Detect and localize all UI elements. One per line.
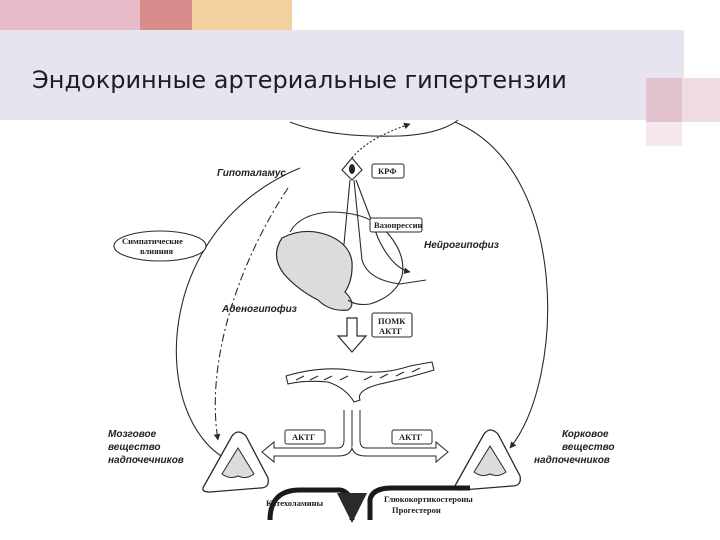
hypothalamus-dot	[349, 164, 355, 174]
adenohypophysis-label: Аденогипофиз	[221, 303, 297, 315]
bottom-arrow-right	[367, 485, 470, 520]
peptide-chain	[285, 361, 435, 403]
sympathetic-bubble	[113, 230, 207, 262]
top-dotted-arrow	[351, 122, 411, 159]
medulla-label-3: надпочечников	[108, 455, 184, 466]
hypothalamus-label: Гипоталамус	[217, 168, 286, 179]
actg-label-right: АКТГ	[399, 432, 422, 442]
sympathetic-label-1: Симпатические	[122, 236, 183, 246]
glucocorticoids-label-1: Глюкокортикостероны	[384, 494, 473, 504]
neurohypophysis-label: Нейрогипофиз	[424, 239, 499, 251]
deco-block-side-light	[682, 78, 720, 122]
adrenal-left-inner	[221, 447, 255, 479]
deco-block-side-pink	[646, 78, 682, 122]
actg-box-left	[284, 429, 326, 445]
actg-label-box: АКТГ	[379, 326, 402, 336]
sympathetic-line	[213, 187, 289, 441]
cortex-label-3: надпочечников	[534, 455, 610, 466]
pomc-label: ПОМК	[378, 316, 406, 326]
vasopressin-box	[369, 217, 423, 233]
glucocorticoids-label-2: Прогестерон	[392, 505, 441, 515]
medulla-label-2: вещество	[108, 442, 161, 453]
right-arc	[454, 121, 549, 449]
crf-box	[371, 163, 405, 179]
vasopressin-label: Вазопрессин	[374, 220, 422, 230]
bottom-arrow-left	[267, 487, 367, 523]
top-curve	[289, 119, 459, 137]
cortex-label-1: Корковое	[562, 429, 609, 440]
actg-label-left: АКТГ	[292, 432, 315, 442]
adenohypophysis-shape	[275, 230, 353, 311]
medulla-label-1: Мозговое	[108, 429, 157, 440]
adrenal-right-inner	[473, 445, 507, 477]
actg-box-right	[391, 429, 433, 445]
sympathetic-label-2: влияния	[140, 246, 174, 256]
crf-label: КРФ	[378, 166, 397, 176]
actg-branch-right	[351, 410, 449, 464]
cortex-label-2: вещество	[562, 442, 615, 453]
down-arrow	[336, 317, 368, 353]
slide-title: Эндокринные артериальные гипертензии	[32, 66, 567, 94]
deco-block-side-pale	[646, 122, 682, 146]
neurohypophysis-shape	[289, 211, 404, 306]
pomc-box	[371, 312, 413, 338]
catecholamines-label: Катехоламины	[266, 498, 324, 508]
title-band	[0, 30, 684, 120]
left-arc	[175, 167, 301, 461]
actg-branch-left	[261, 410, 353, 464]
